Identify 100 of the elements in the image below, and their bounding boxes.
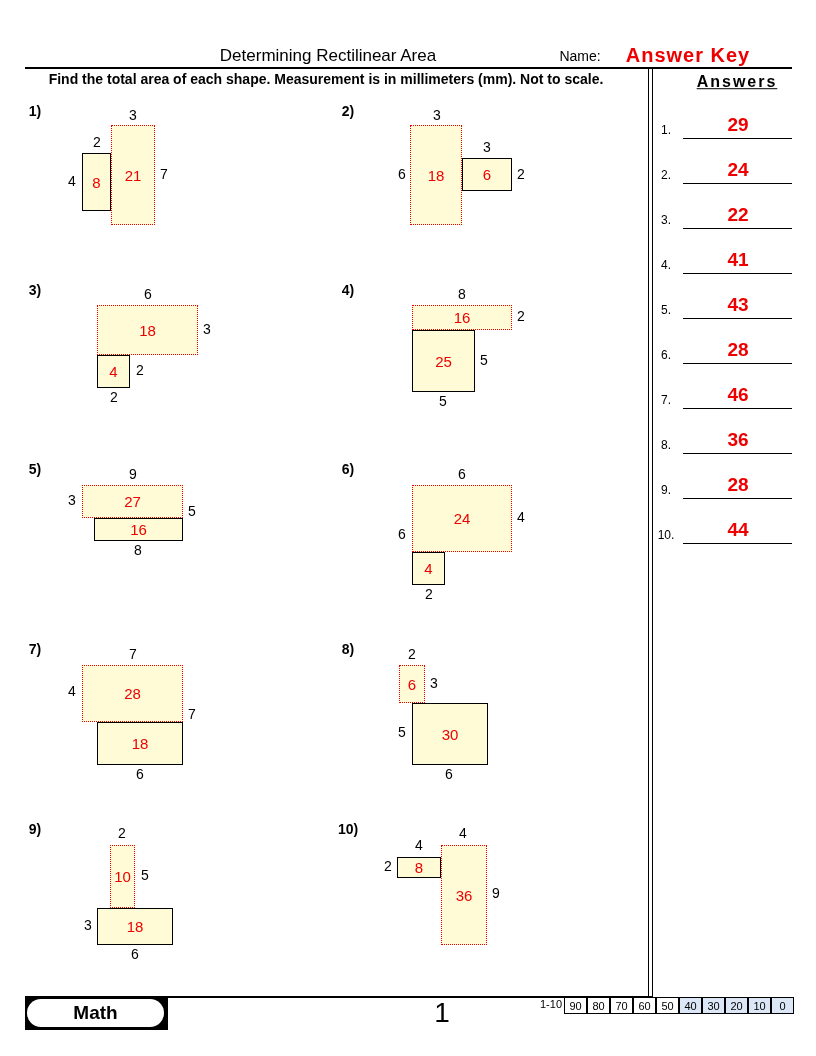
area-rectangle [399,665,425,703]
area-value: 30 [441,725,459,743]
answer-key-text: Answer Key [625,44,751,66]
score-cell: 70 [610,997,633,1014]
dimension-value: 7 [129,647,137,663]
area-value: 18 [427,166,445,184]
answer-number: 3. [661,214,671,228]
dimension-value: 4 [415,838,423,854]
area-rectangle [97,722,183,765]
problem-number: 2) [341,104,355,120]
area-value: 10 [114,868,131,885]
answer-value: 24 [727,159,749,181]
answer-number: 8. [661,439,671,453]
name-label: Name: [559,49,601,65]
dimension-value: 2 [425,587,433,603]
answer-number: 2. [661,169,671,183]
score-cell: 30 [702,997,725,1014]
score-cell: 60 [633,997,656,1014]
score-cell: 50 [656,997,679,1014]
dimension-value: 7 [188,707,196,723]
area-rectangle [97,908,173,945]
area-rectangle [397,857,441,878]
area-value: 8 [414,859,424,876]
dimension-value: 2 [136,363,144,379]
area-value: 28 [124,685,141,702]
dimension-value: 5 [398,725,406,741]
answer-number: 5. [661,304,671,318]
dimension-value: 2 [517,309,525,325]
dimension-value: 9 [129,467,137,483]
problem-number: 5) [28,462,42,478]
problem-number: 9) [28,822,42,838]
area-rectangle [410,125,462,225]
dimension-value: 3 [203,322,211,338]
dimension-value: 8 [458,287,466,303]
score-cell: 10 [748,997,771,1014]
problem-number: 7) [28,642,42,658]
dimension-value: 6 [398,527,406,543]
answer-number: 1. [661,124,671,138]
instructions: Find the total area of each shape. Measurement is in millimeters (mm). Not to scale. [48,72,604,88]
dimension-value: 5 [188,504,196,520]
answer-value: 28 [727,474,749,496]
area-rectangle [110,845,135,908]
dimension-value: 2 [517,167,525,183]
score-cell: 80 [587,997,610,1014]
area-value: 8 [92,173,101,191]
dimension-value: 5 [480,353,488,369]
area-value: 27 [124,493,141,510]
worksheet-title: Determining Rectilinear Area [219,46,437,66]
area-rectangle [412,305,512,330]
dimension-value: 6 [136,767,144,783]
score-cell: 0 [771,997,794,1014]
area-value: 24 [453,510,471,527]
dimension-value: 2 [384,859,392,875]
dimension-value: 2 [110,390,118,406]
answer-number: 10. [657,529,675,543]
dimension-value: 7 [160,167,168,183]
answer-number: 9. [661,484,671,498]
area-rectangle [82,665,183,722]
area-rectangle [412,703,488,765]
area-value: 4 [424,560,433,577]
area-rectangle [97,305,198,355]
dimension-value: 2 [93,135,101,151]
answer-number: 4. [661,259,671,273]
problem-number: 1) [28,104,42,120]
dimension-value: 4 [68,174,76,190]
dimension-value: 3 [430,676,438,692]
area-rectangle [441,845,487,945]
area-rectangle [412,330,475,392]
area-value: 6 [407,675,417,693]
area-rectangle [111,125,155,225]
dimension-value: 4 [68,684,76,700]
area-value: 16 [453,309,471,326]
dimension-value: 9 [492,886,500,902]
dimension-value: 5 [141,868,149,884]
answer-value: 43 [727,294,749,316]
dimension-value: 3 [68,493,76,509]
dimension-value: 3 [483,140,491,156]
score-cell: 90 [564,997,587,1014]
area-value: 25 [435,352,452,370]
area-value: 21 [124,166,142,184]
subject-label: Math [27,999,164,1027]
area-rectangle [82,153,111,211]
answers-heading: Answers [696,73,778,91]
dimension-value: 2 [118,826,126,842]
dimension-value: 6 [398,167,406,183]
area-rectangle [82,485,183,518]
problem-number: 4) [341,283,355,299]
answer-value: 46 [727,384,749,406]
answer-value: 36 [727,429,749,451]
area-value: 36 [455,886,473,904]
dimension-value: 5 [439,394,447,410]
dimension-value: 6 [445,767,453,783]
answer-number: 6. [661,349,671,363]
area-value: 16 [130,521,147,538]
dimension-value: 3 [129,108,137,124]
area-value: 18 [131,735,149,752]
area-value: 18 [126,918,144,935]
dimension-value: 3 [433,108,441,124]
dimension-value: 6 [144,287,152,303]
answer-value: 22 [727,204,749,226]
